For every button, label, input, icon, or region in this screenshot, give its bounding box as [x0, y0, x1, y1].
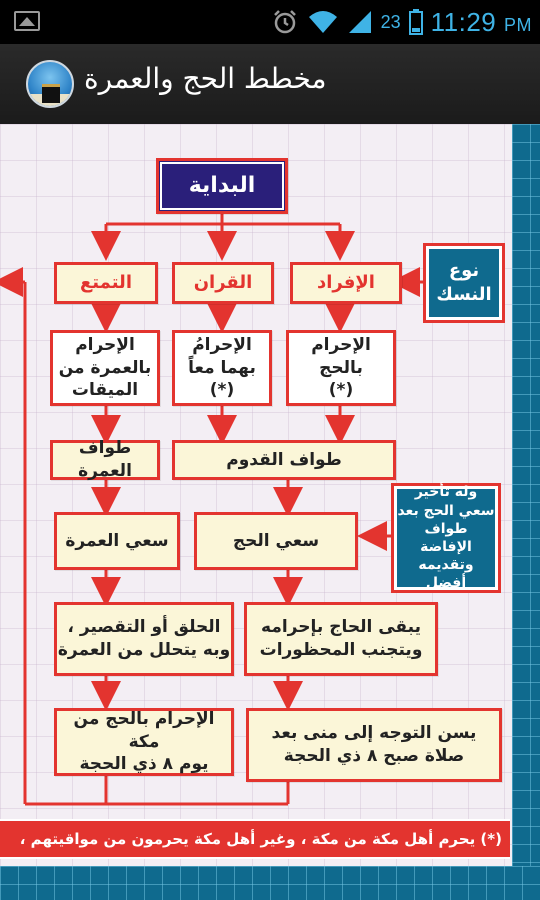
delay-sai-note-text: وله تأخير سعي الحج بعد طواف الإفاضة وتقد…: [397, 484, 495, 592]
ihram-tamattu-text: الإحرام بالعمرة من الميقات: [58, 334, 152, 401]
flowchart-image: البداية نوع النسك الإفراد القران التمتع …: [0, 124, 540, 900]
ihram-ifrad-text: الإحرام بالحج (*): [311, 334, 371, 401]
type-ifrad: الإفراد: [290, 262, 402, 304]
delay-sai-note: وله تأخير سعي الحج بعد طواف الإفاضة وتقد…: [394, 484, 498, 592]
clock: 11:29 PM: [431, 7, 532, 38]
gallery-notification-icon: [14, 11, 40, 31]
footnote-bar: (*) يحرم أهل مكة من مكة ، وغير أهل مكة ي…: [0, 819, 510, 859]
right-decor-strip: [512, 124, 540, 900]
status-bar: 23 11:29 PM: [0, 0, 540, 44]
ihram-qiran: الإحرامُ بهما معاً (*): [172, 330, 272, 406]
clock-time: 11:29: [430, 6, 497, 37]
bottom-decor-strip: [0, 866, 540, 900]
shaving-trimming-text: الحلق أو التقصير ، وبه يتحلل من العمرة: [57, 617, 231, 660]
go-to-mina-text: يسن التوجه إلى منى بعد صلاة صبح ٨ ذي الح…: [271, 723, 477, 766]
flow-arrows: [0, 214, 424, 806]
ihram-qiran-text: الإحرامُ بهما معاً (*): [188, 334, 256, 401]
type-tamattu: التمتع: [54, 262, 158, 304]
signal-icon: [348, 11, 371, 33]
app-logo-icon[interactable]: [26, 60, 74, 108]
type-qiran: القران: [172, 262, 274, 304]
app-title: مخطط الحج والعمرة: [84, 62, 327, 95]
clock-ampm: PM: [504, 14, 532, 35]
alarm-icon: [273, 10, 296, 34]
ihram-tamattu: الإحرام بالعمرة من الميقات: [50, 330, 160, 406]
remain-in-ihram-text: يبقى الحاج بإحرامه ويتجنب المحظورات: [259, 617, 423, 660]
shaving-trimming: الحلق أو التقصير ، وبه يتحلل من العمرة: [54, 602, 234, 676]
start-node: البداية: [156, 158, 288, 214]
ihram-from-makkah-text: الإحرام بالحج من مكة يوم ٨ ذي الحجة: [73, 708, 215, 775]
sai-umrah: سعي العمرة: [54, 512, 180, 570]
ihram-ifrad: الإحرام بالحج (*): [286, 330, 396, 406]
tawaf-qudum: طواف القدوم: [172, 440, 396, 480]
app-bar: مخطط الحج والعمرة: [0, 44, 540, 126]
battery-icon: [408, 9, 423, 35]
wifi-icon: [308, 11, 337, 33]
battery-level: 23: [380, 11, 401, 32]
status-icons: 23 11:29 PM: [271, 6, 532, 38]
ritual-type-text: نوع النسك: [436, 259, 492, 305]
ritual-type-label: نوع النسك: [426, 246, 502, 320]
remain-in-ihram: يبقى الحاج بإحرامه ويتجنب المحظورات: [244, 602, 438, 676]
go-to-mina: يسن التوجه إلى منى بعد صلاة صبح ٨ ذي الح…: [246, 708, 502, 782]
sai-hajj: سعي الحج: [194, 512, 358, 570]
tawaf-umrah: طواف العمرة: [50, 438, 160, 481]
ihram-from-makkah: الإحرام بالحج من مكة يوم ٨ ذي الحجة: [54, 708, 234, 776]
